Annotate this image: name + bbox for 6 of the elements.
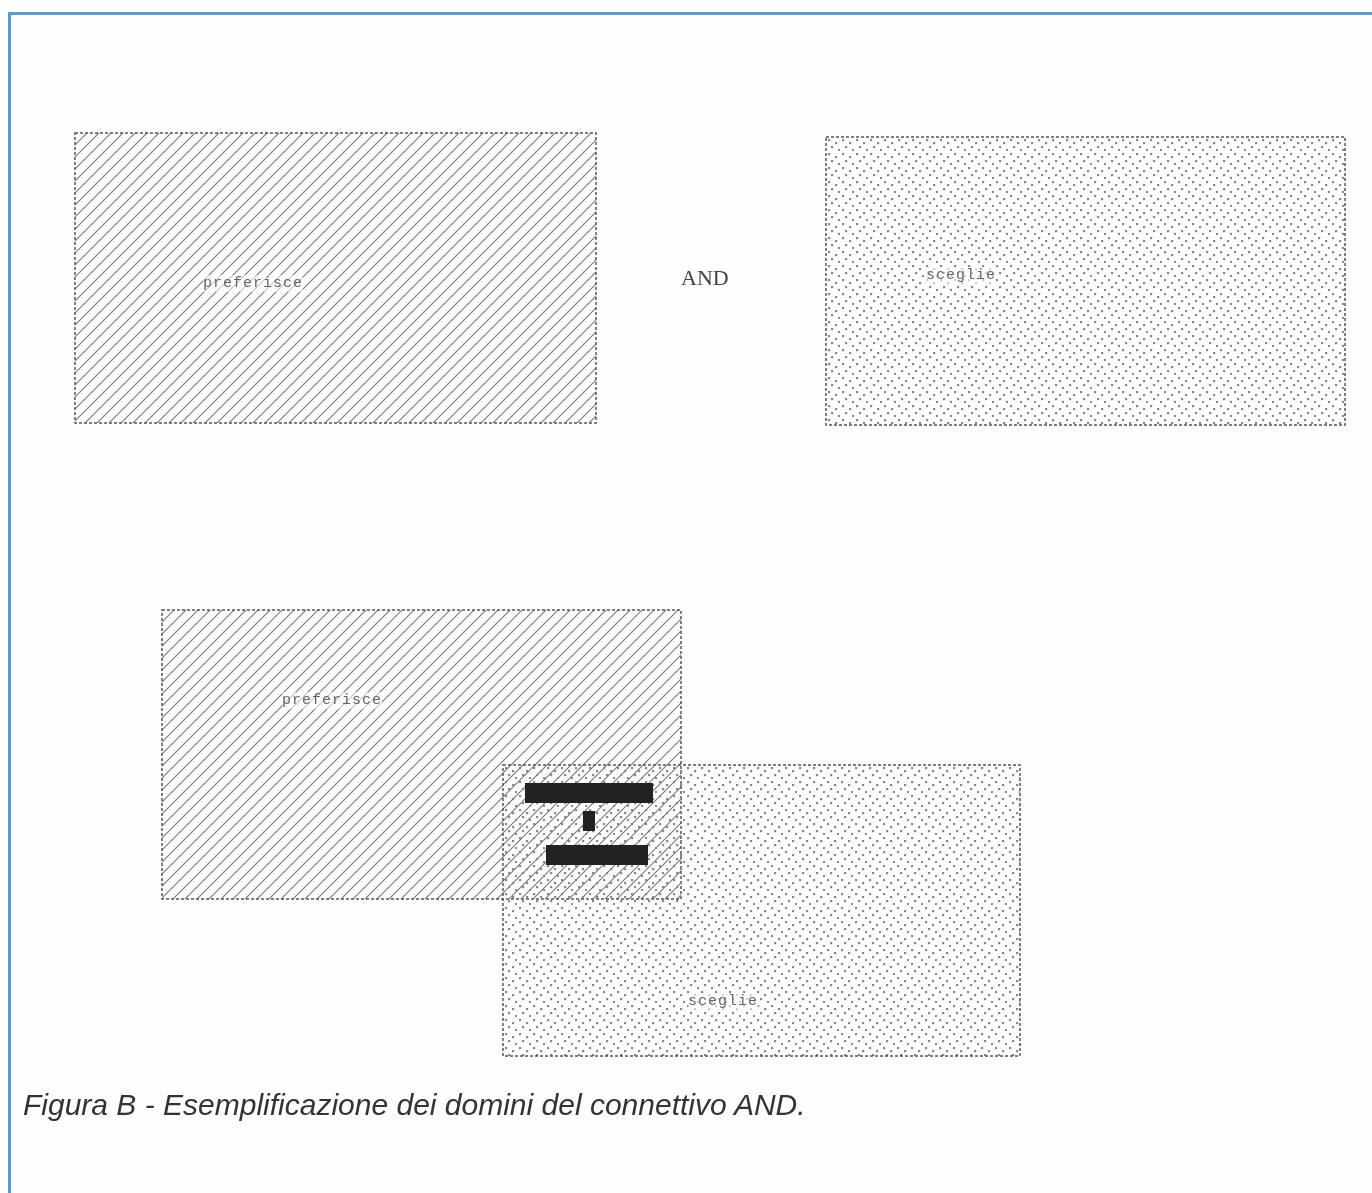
figure-caption: Figura B - Esemplificazione dei domini del connettivo AND. [23, 1088, 806, 1122]
region-label: preferisce [203, 275, 303, 292]
region-label: preferisce [282, 692, 382, 709]
region-label: sceglie [926, 267, 996, 284]
region-label: sceglie [688, 993, 758, 1010]
operator-label: AND [681, 265, 729, 291]
